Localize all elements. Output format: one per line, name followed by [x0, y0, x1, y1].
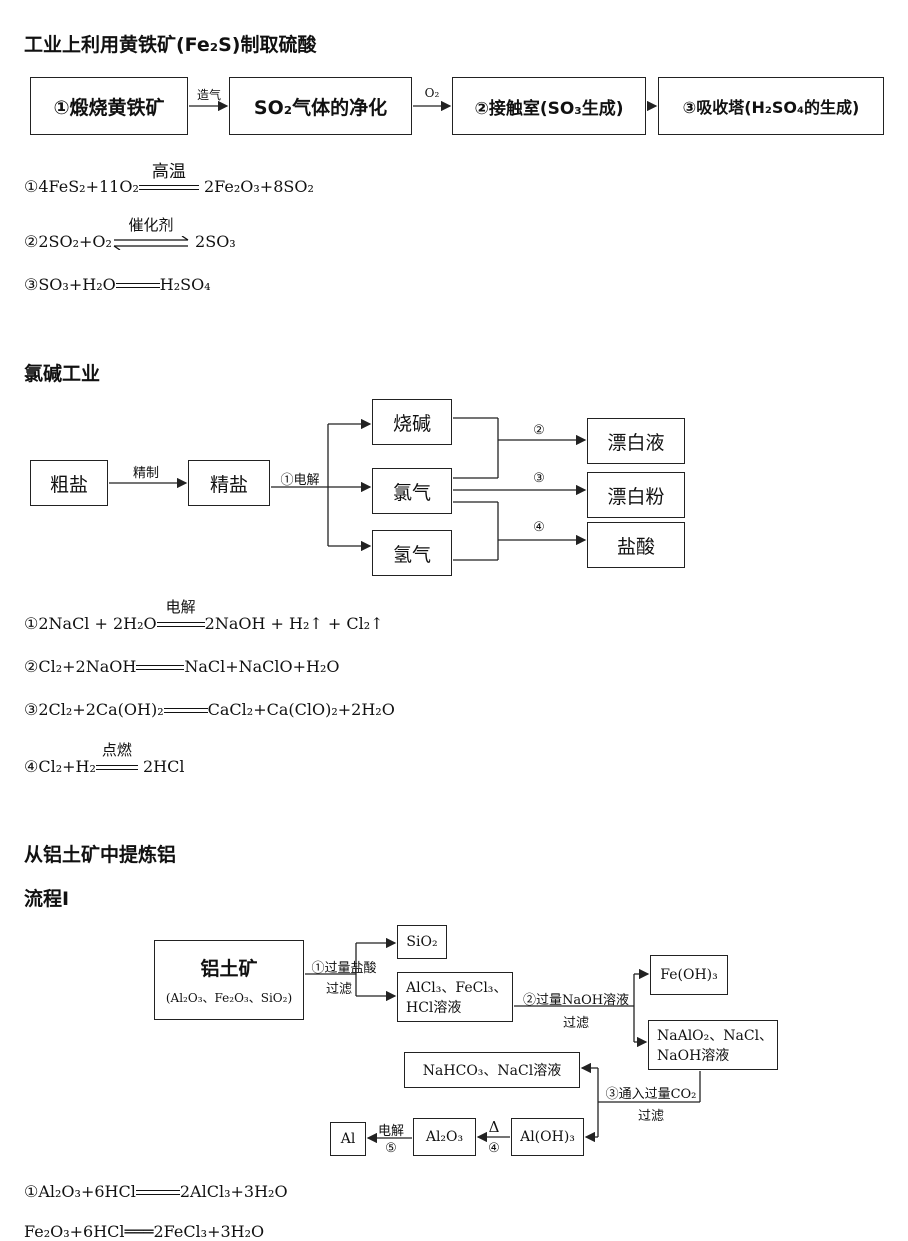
label-refine: 精制: [132, 466, 159, 481]
eq-left: ①Al₂O₃+6HCl: [24, 1182, 136, 1201]
label-step-5: ⑤: [385, 1141, 397, 1156]
section-title-sulfuric-acid: 工业上利用黄铁矿(Fe₂S)制取硫酸: [24, 34, 317, 56]
box-naalo2: NaAlO₂、NaCl、 NaOH溶液: [648, 1020, 778, 1070]
bauxite-label: 铝土矿: [200, 958, 258, 980]
section-title-aluminum: 从铝土矿中提炼铝: [24, 844, 177, 866]
label-o2: O₂: [424, 86, 440, 100]
subtitle-process-1: 流程I: [24, 888, 70, 910]
eq-left: ①2NaCl + 2H₂O: [24, 614, 157, 633]
box-chlorides: AlCl₃、FeCl₃、 HCl溶液: [397, 972, 513, 1022]
reversible-arrow-icon: [113, 235, 189, 250]
box-al: Al: [330, 1122, 366, 1156]
label-filter-1: 过滤: [325, 982, 352, 997]
chlorides-line-2: HCl溶液: [406, 1000, 462, 1016]
chlorides-line-1: AlCl₃、FeCl₃、: [406, 980, 508, 996]
chlor-equation-2: ②Cl₂+2NaOH NaCl+NaClO+H₂O: [24, 657, 340, 676]
box-feoh3: Fe(OH)₃: [650, 955, 728, 995]
eq-left: ①4FeS₂+11O₂: [24, 177, 139, 196]
sulfur-equation-2: ②2SO₂+O₂ 催化剂 2SO₃: [24, 216, 236, 251]
eq-condition: 电解: [165, 598, 196, 616]
box-absorption-tower: ③吸收塔(H₂SO₄的生成): [658, 77, 884, 135]
label-electrolysis: ①电解: [280, 473, 320, 488]
label-excess-hcl: ①过量盐酸: [311, 961, 377, 976]
eq-right: 2AlCl₃+3H₂O: [179, 1182, 288, 1201]
box-bauxite: 铝土矿 (Al₂O₃、Fe₂O₃、SiO₂): [154, 940, 304, 1020]
box-chlorine: 氯气: [372, 468, 452, 514]
label-step-2: ②: [533, 423, 545, 438]
sulfur-equation-3: ③SO₃+H₂O H₂SO₄: [24, 275, 211, 294]
box-hydrochloric-acid: 盐酸: [587, 522, 685, 568]
box-roast-pyrite: ①煅烧黄铁矿: [30, 77, 188, 135]
section-title-chlor-alkali: 氯碱工业: [24, 363, 101, 385]
box-so2-purify: SO₂气体的净化: [229, 77, 412, 135]
label-excess-naoh: ②过量NaOH溶液: [522, 993, 630, 1008]
box-sio2: SiO₂: [397, 925, 447, 959]
label-filter-3: 过滤: [637, 1109, 664, 1124]
label-filter-2: 过滤: [562, 1016, 589, 1031]
eq-condition: 点燃: [101, 741, 132, 759]
label-electrolysis: 电解: [377, 1124, 404, 1139]
box-hydrogen: 氢气: [372, 530, 452, 576]
box-caustic-soda: 烧碱: [372, 399, 452, 445]
box-bleach-liquid: 漂白液: [587, 418, 685, 464]
eq-left: ④Cl₂+H₂: [24, 757, 96, 776]
box-aloh3: Al(OH)₃: [511, 1118, 584, 1156]
box-bleach-powder: 漂白粉: [587, 472, 685, 518]
box-nahco3: NaHCO₃、NaCl溶液: [404, 1052, 580, 1088]
eq-right: NaCl+NaClO+H₂O: [184, 657, 340, 676]
chlor-equation-1: ①2NaCl + 2H₂O 电解 2NaOH + H₂↑ + Cl₂↑: [24, 598, 384, 633]
eq-right: 2HCl: [142, 757, 185, 776]
eq-condition: 催化剂: [128, 216, 174, 234]
eq-right: 2Fe₂O₃+8SO₂: [203, 177, 314, 196]
box-refined-salt: 精盐: [188, 460, 270, 506]
label-step-4: ④: [533, 520, 545, 535]
naalo2-line-2: NaOH溶液: [657, 1048, 730, 1064]
label-step-4: ④: [488, 1141, 500, 1156]
chlor-equation-4: ④Cl₂+H₂ 点燃 2HCl: [24, 741, 185, 776]
eq-right: CaCl₂+Ca(ClO)₂+2H₂O: [207, 700, 395, 719]
eq-right: 2NaOH + H₂↑ + Cl₂↑: [204, 614, 384, 633]
eq-right: 2SO₃: [195, 232, 236, 251]
eq-left: ③SO₃+H₂O: [24, 275, 116, 294]
sulfur-equation-1: ①4FeS₂+11O₂ 高温 2Fe₂O₃+8SO₂: [24, 162, 314, 196]
eq-condition: 高温: [151, 162, 186, 182]
bauxite-composition: (Al₂O₃、Fe₂O₃、SiO₂): [165, 991, 293, 1005]
eq-right: H₂SO₄: [159, 275, 211, 294]
label-excess-co2: ③通入过量CO₂: [605, 1087, 697, 1102]
eq-left: ③2Cl₂+2Ca(OH)₂: [24, 700, 164, 719]
label-heat: Δ: [488, 1118, 500, 1136]
eq-left: ②Cl₂+2NaOH: [24, 657, 137, 676]
label-step-3: ③: [533, 471, 545, 486]
eq-left: ②2SO₂+O₂: [24, 232, 112, 251]
al-equation-1: ①Al₂O₃+6HCl 2AlCl₃+3H₂O: [24, 1182, 288, 1201]
box-al2o3: Al₂O₃: [413, 1118, 476, 1156]
label-make-gas: 造气: [196, 88, 221, 102]
chlor-equation-3: ③2Cl₂+2Ca(OH)₂ CaCl₂+Ca(ClO)₂+2H₂O: [24, 700, 395, 719]
naalo2-line-1: NaAlO₂、NaCl、: [657, 1028, 774, 1044]
box-contact-chamber: ②接触室(SO₃生成): [452, 77, 646, 135]
box-crude-salt: 粗盐: [30, 460, 108, 506]
